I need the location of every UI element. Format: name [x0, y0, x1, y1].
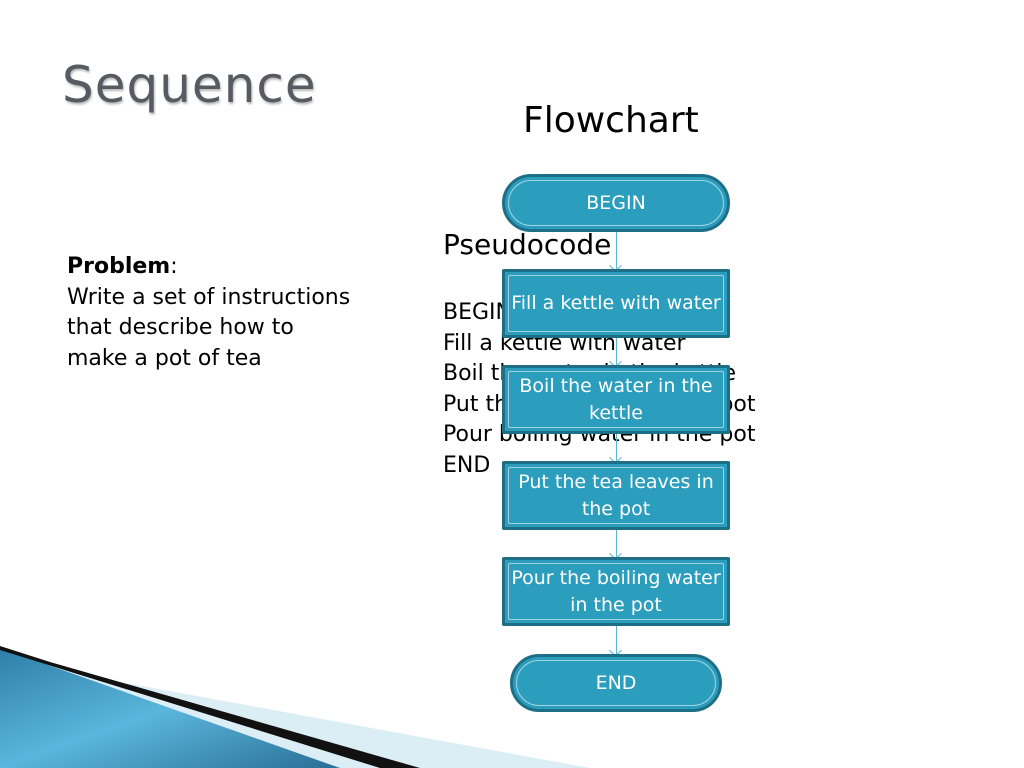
slide-title: Sequence	[62, 56, 317, 114]
flowchart-node-label: Boil the water in the kettle	[519, 374, 713, 424]
pseudocode-line: END	[443, 452, 491, 478]
flow-arrow-fill-to-boil	[616, 338, 617, 365]
flow-arrow-boil-to-put	[616, 434, 617, 461]
flow-arrow-begin-to-fill	[616, 232, 617, 269]
flowchart-node-end: END	[510, 654, 722, 712]
flowchart-node-boil-water: Boil the water in the kettle	[502, 365, 730, 434]
flowchart-node-fill-kettle: Fill a kettle with water	[502, 269, 730, 338]
pseudocode-heading: Pseudocode	[443, 228, 612, 261]
flowchart-node-label: BEGIN	[586, 191, 646, 214]
problem-label: Problem	[67, 254, 171, 279]
flowchart-node-begin: BEGIN	[502, 174, 730, 232]
flow-arrow-pour-to-end	[616, 626, 617, 654]
flowchart-heading: Flowchart	[523, 100, 699, 141]
flowchart-node-put-tea-leaves: Put the tea leaves in the pot	[502, 461, 730, 530]
problem-text: Write a set of instructions that describ…	[67, 284, 351, 371]
flow-arrow-put-to-pour	[616, 530, 617, 557]
flowchart-node-pour-water: Pour the boiling water in the pot	[502, 557, 730, 626]
problem-statement: Problem: Write a set of instructions tha…	[67, 252, 357, 374]
pseudocode-line: BEGIN	[443, 300, 512, 325]
flowchart-node-label: Fill a kettle with water	[511, 292, 721, 314]
flowchart-node-label: Put the tea leaves in the pot	[518, 470, 714, 520]
problem-colon: :	[170, 254, 178, 279]
flowchart-node-label: END	[595, 671, 637, 694]
flowchart-node-label: Pour the boiling water in the pot	[511, 566, 721, 616]
